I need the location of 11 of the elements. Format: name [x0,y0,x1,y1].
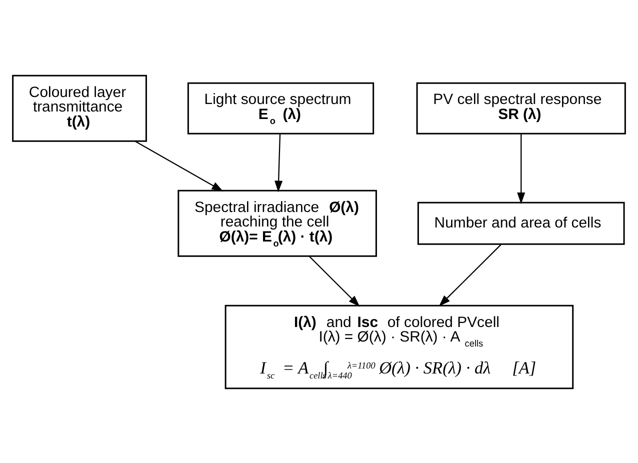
node-box: Coloured layer transmittance t(λ) [12,74,147,142]
node-box: PV cell spectral response SR (λ) [416,82,626,134]
arrow [134,140,224,191]
node-box: I(λ) and Isc of colored PVcell I(λ) = Ø(λ) · SR(λ) · A$_{cells}$ I$_{sc}$ = A$_{cells}$∫$_{λ=440}$$^{λ=1100}$ Ø(λ) · SR(λ) · dλ [A] [224,304,574,389]
node-box: Light source spectrum E$_{o}$ (λ) [187,82,374,134]
arrow [274,133,283,192]
arrow [308,256,360,306]
node-box: Number and area of cells [417,201,625,244]
arrow [517,133,526,204]
node-box: Spectral irradiance Ø(λ) reaching the cell Ø(λ)= E$_{o}$(λ) · t(λ) [178,189,377,256]
arrow [438,244,502,306]
